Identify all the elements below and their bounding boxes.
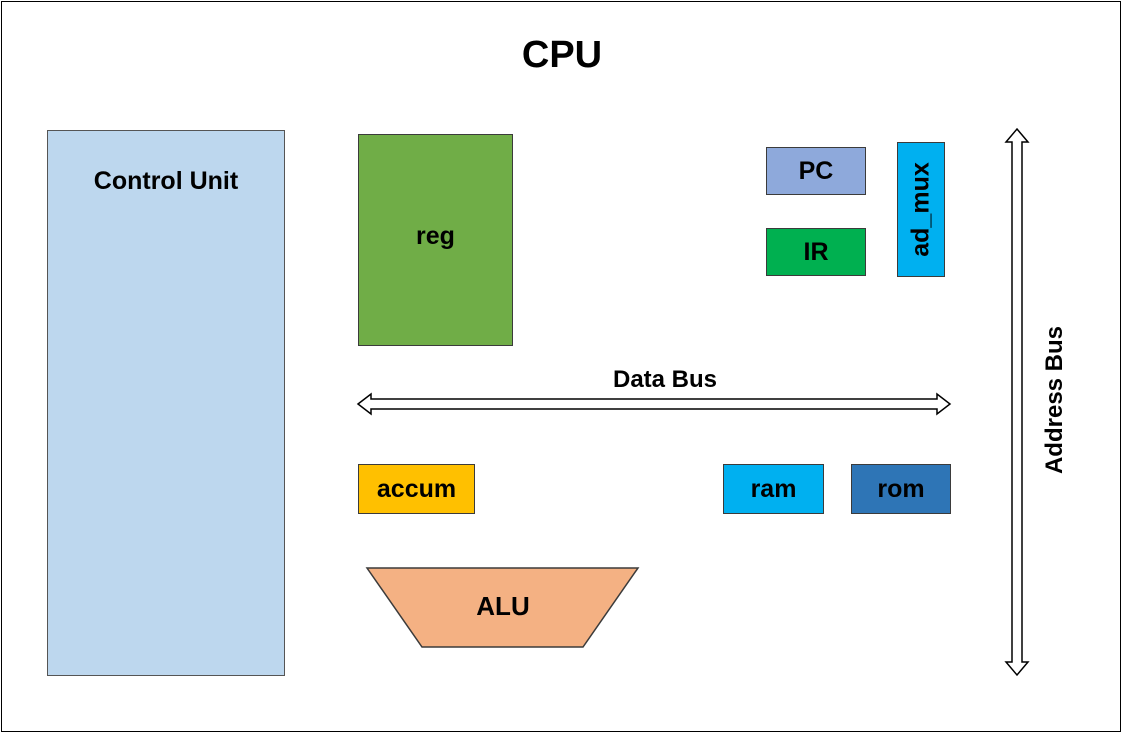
address-bus-label: Address Bus <box>1041 325 1068 475</box>
data-bus-arrow <box>356 392 952 416</box>
cpu-title: CPU <box>521 34 603 76</box>
rom-label: rom <box>877 474 925 503</box>
pc-block: PC <box>766 147 866 195</box>
control-unit-block: Control Unit <box>47 130 285 676</box>
alu-label: ALU <box>476 591 530 621</box>
control-unit-label: Control Unit <box>93 167 239 195</box>
accum-block: accum <box>358 464 475 514</box>
ad-mux-block: ad_mux <box>897 142 945 277</box>
rom-block: rom <box>851 464 951 514</box>
accum-label: accum <box>376 474 457 503</box>
data-bus-label: Data Bus <box>612 366 718 393</box>
ir-label: IR <box>803 237 829 266</box>
ram-label: ram <box>750 474 797 503</box>
ram-block: ram <box>723 464 824 514</box>
reg-label: reg <box>416 221 455 250</box>
address-bus-arrow <box>1004 127 1030 677</box>
ir-block: IR <box>766 228 866 276</box>
alu-block <box>365 567 640 648</box>
reg-block: reg <box>358 134 513 346</box>
pc-label: PC <box>798 156 834 185</box>
